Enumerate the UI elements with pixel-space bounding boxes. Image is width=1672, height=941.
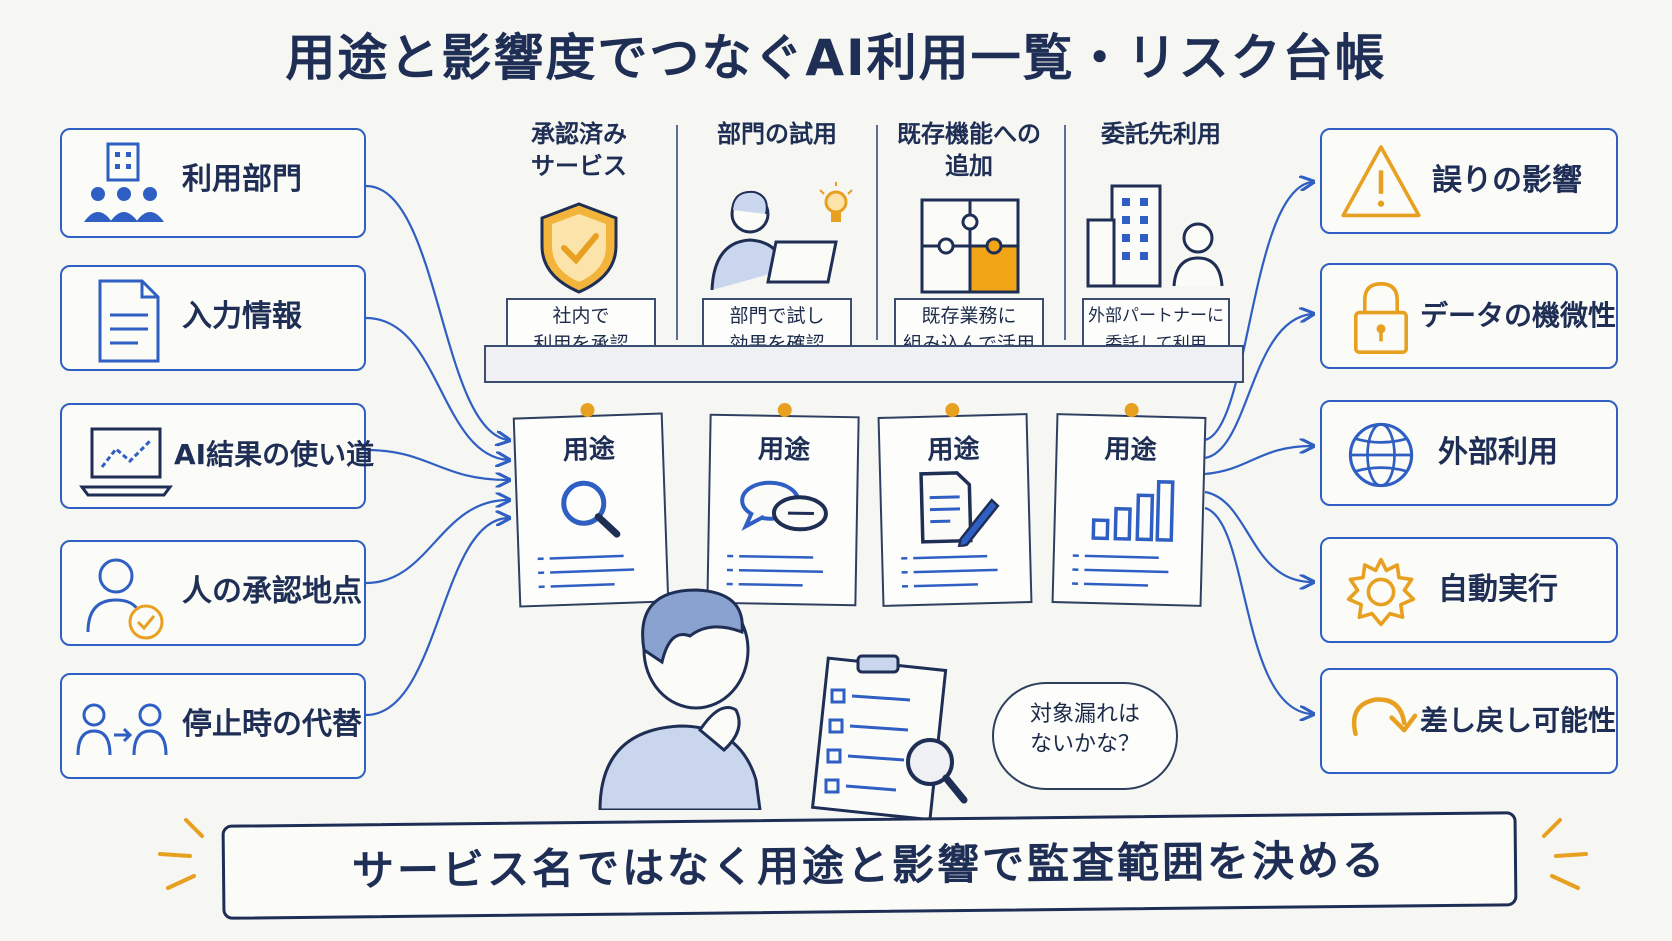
- left-item-label: 入力情報: [182, 299, 302, 334]
- document-icon: [98, 279, 160, 363]
- left-item-human-approval: 人の承認地点: [60, 540, 366, 646]
- usage-paper-title: 用途: [927, 434, 980, 466]
- right-item-label: 自動実行: [1438, 572, 1558, 607]
- left-item-label: 人の承認地点: [182, 574, 362, 609]
- sparkle-lines-icon: [1542, 818, 1588, 890]
- thinking-person-illustration: [598, 588, 762, 810]
- left-item-input-info: 入力情報: [60, 265, 366, 371]
- building-person-icon: [1086, 184, 1224, 288]
- category-title: 部門の試用: [717, 120, 837, 148]
- shield-check-icon: [540, 202, 618, 294]
- pin-icon: [945, 402, 960, 418]
- category-divider: [676, 125, 678, 340]
- left-item-label: AI結果の使い道: [174, 438, 375, 471]
- conclusion-banner: サービス名ではなく用途と影響で監査範囲を決める: [221, 811, 1518, 920]
- right-item-label: 外部利用: [1438, 435, 1558, 470]
- magnifier-icon: [561, 480, 621, 538]
- page-title: 用途と影響度でつなぐAI利用一覧・リスク台帳: [285, 29, 1387, 87]
- usage-paper-title: 用途: [562, 434, 616, 466]
- bar-chart-icon: [1091, 479, 1175, 542]
- conclusion-text: サービス名ではなく用途と影響で監査範囲を決める: [351, 835, 1388, 896]
- left-item-label: 利用部門: [182, 162, 302, 197]
- right-item-label: 差し戻し可能性: [1420, 704, 1617, 737]
- right-item-external-use: 外部利用: [1320, 400, 1618, 506]
- thought-bubble: 対象漏れは ないかな？: [992, 682, 1178, 790]
- right-item-error-impact: 誤りの影響: [1320, 128, 1618, 234]
- category-divider: [1064, 125, 1066, 340]
- usage-paper-title: 用途: [1104, 434, 1157, 466]
- pin-icon: [1124, 402, 1139, 418]
- document-pen-icon: [919, 471, 1000, 549]
- globe-icon: [1348, 422, 1414, 488]
- lock-icon: [1354, 281, 1408, 354]
- left-item-department: 利用部門: [60, 128, 366, 238]
- text-lines-icon: [726, 554, 823, 587]
- department-people-icon: [84, 142, 164, 222]
- left-item-label: 停止時の代替: [182, 707, 362, 742]
- person-check-icon: [86, 558, 164, 640]
- left-item-ai-usage: AI結果の使い道: [60, 403, 374, 509]
- category-divider: [876, 125, 878, 340]
- warning-icon: [1341, 145, 1421, 218]
- text-lines-icon: [901, 554, 998, 588]
- usage-paper: 用途: [512, 402, 670, 608]
- category-title: 承認済み サービス: [531, 120, 627, 180]
- sparkle-lines-icon: [158, 818, 204, 890]
- usage-paper: 用途: [1051, 402, 1207, 607]
- right-item-data-sensitivity: データの機微性: [1320, 263, 1618, 369]
- right-item-reversibility: 差し戻し可能性: [1320, 668, 1618, 774]
- person-laptop-icon: [710, 182, 853, 290]
- puzzle-icon: [920, 198, 1020, 294]
- right-item-auto-exec: 自動実行: [1320, 537, 1618, 643]
- laptop-chart-icon: [79, 427, 173, 497]
- chat-bubbles-icon: [740, 480, 828, 532]
- pin-icon: [580, 402, 595, 418]
- gear-icon: [1346, 557, 1416, 627]
- category-title: 既存機能への 追加: [897, 120, 1041, 180]
- usage-paper: 用途: [706, 402, 860, 607]
- person-swap-icon: [76, 703, 168, 756]
- pin-icon: [777, 402, 792, 418]
- text-lines-icon: [1072, 554, 1169, 587]
- right-item-label: 誤りの影響: [1432, 163, 1582, 198]
- usage-paper: 用途: [877, 402, 1033, 607]
- checklist-clipboard-icon: [810, 654, 968, 820]
- text-lines-icon: [537, 554, 635, 589]
- shelf: [484, 345, 1244, 383]
- category-title: 委託先利用: [1101, 120, 1221, 148]
- usage-paper-title: 用途: [757, 434, 811, 466]
- undo-arrow-icon: [1351, 697, 1418, 737]
- left-item-fallback: 停止時の代替: [60, 673, 366, 779]
- right-item-label: データの機微性: [1420, 299, 1617, 332]
